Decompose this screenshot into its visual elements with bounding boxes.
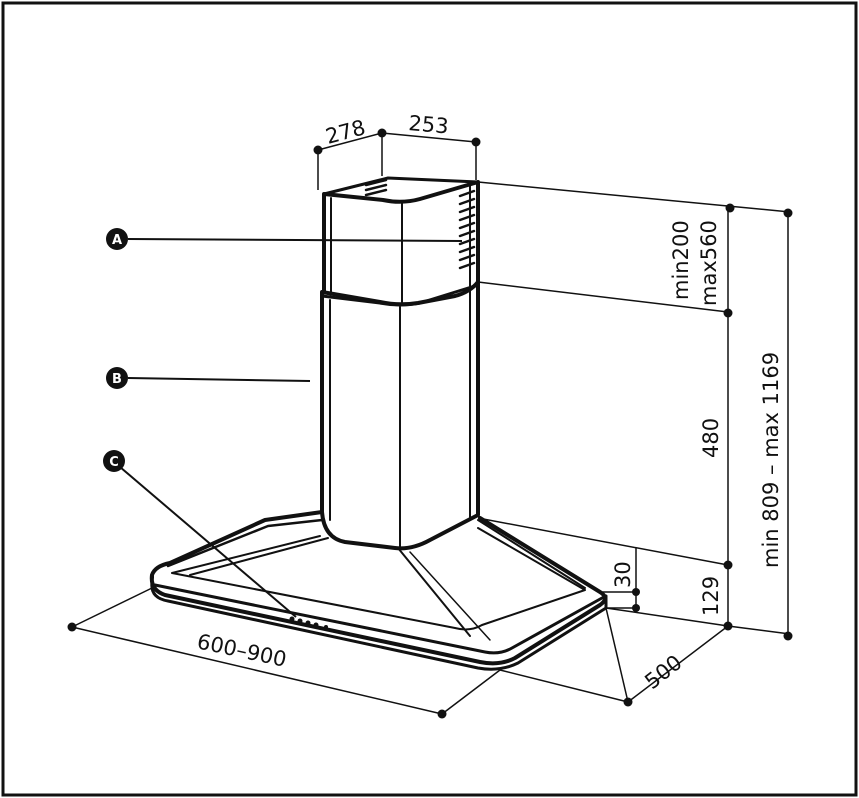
vent-grille-top [364, 178, 388, 197]
dim-chimney-depth: 278 [323, 115, 368, 149]
vent-grille-right [458, 189, 476, 270]
dim-upper-max: max560 [697, 220, 721, 306]
dim-lower-chimney: 480 [699, 418, 723, 458]
callout-a-label: A [112, 233, 122, 248]
canopy-inner-line [171, 527, 586, 631]
dim-upper-min: min200 [669, 220, 693, 300]
canopy-bottom-edge [150, 580, 608, 671]
callout-b: B [106, 367, 311, 389]
callout-b-label: B [112, 372, 122, 387]
dimension-dots [67, 128, 793, 719]
dimension-lines [71, 132, 791, 715]
dim-total-height: min 809 – max 1169 [759, 352, 783, 568]
canopy-ridge-front-2 [409, 551, 491, 641]
canopy-front-edge [153, 583, 604, 655]
canopy-ridge-right [477, 519, 586, 589]
upper-chimney-top [322, 176, 480, 196]
canopy-top-left [166, 518, 324, 568]
callout-c: C [103, 450, 297, 618]
canopy-ridge-left [189, 537, 329, 576]
dim-width-range: 600–900 [195, 629, 289, 671]
hood-illustration [149, 176, 608, 671]
dim-canopy-height: 129 [699, 576, 723, 616]
dim-edge-thickness: 30 [611, 561, 635, 588]
callout-c-label: C [109, 455, 119, 470]
dim-chimney-width: 253 [408, 111, 450, 138]
control-buttons [289, 616, 328, 629]
canopy-ridge-front [397, 547, 471, 637]
upper-chimney [322, 180, 480, 294]
callout-a: A [106, 228, 463, 250]
lower-chimney-top-edge [320, 283, 480, 307]
